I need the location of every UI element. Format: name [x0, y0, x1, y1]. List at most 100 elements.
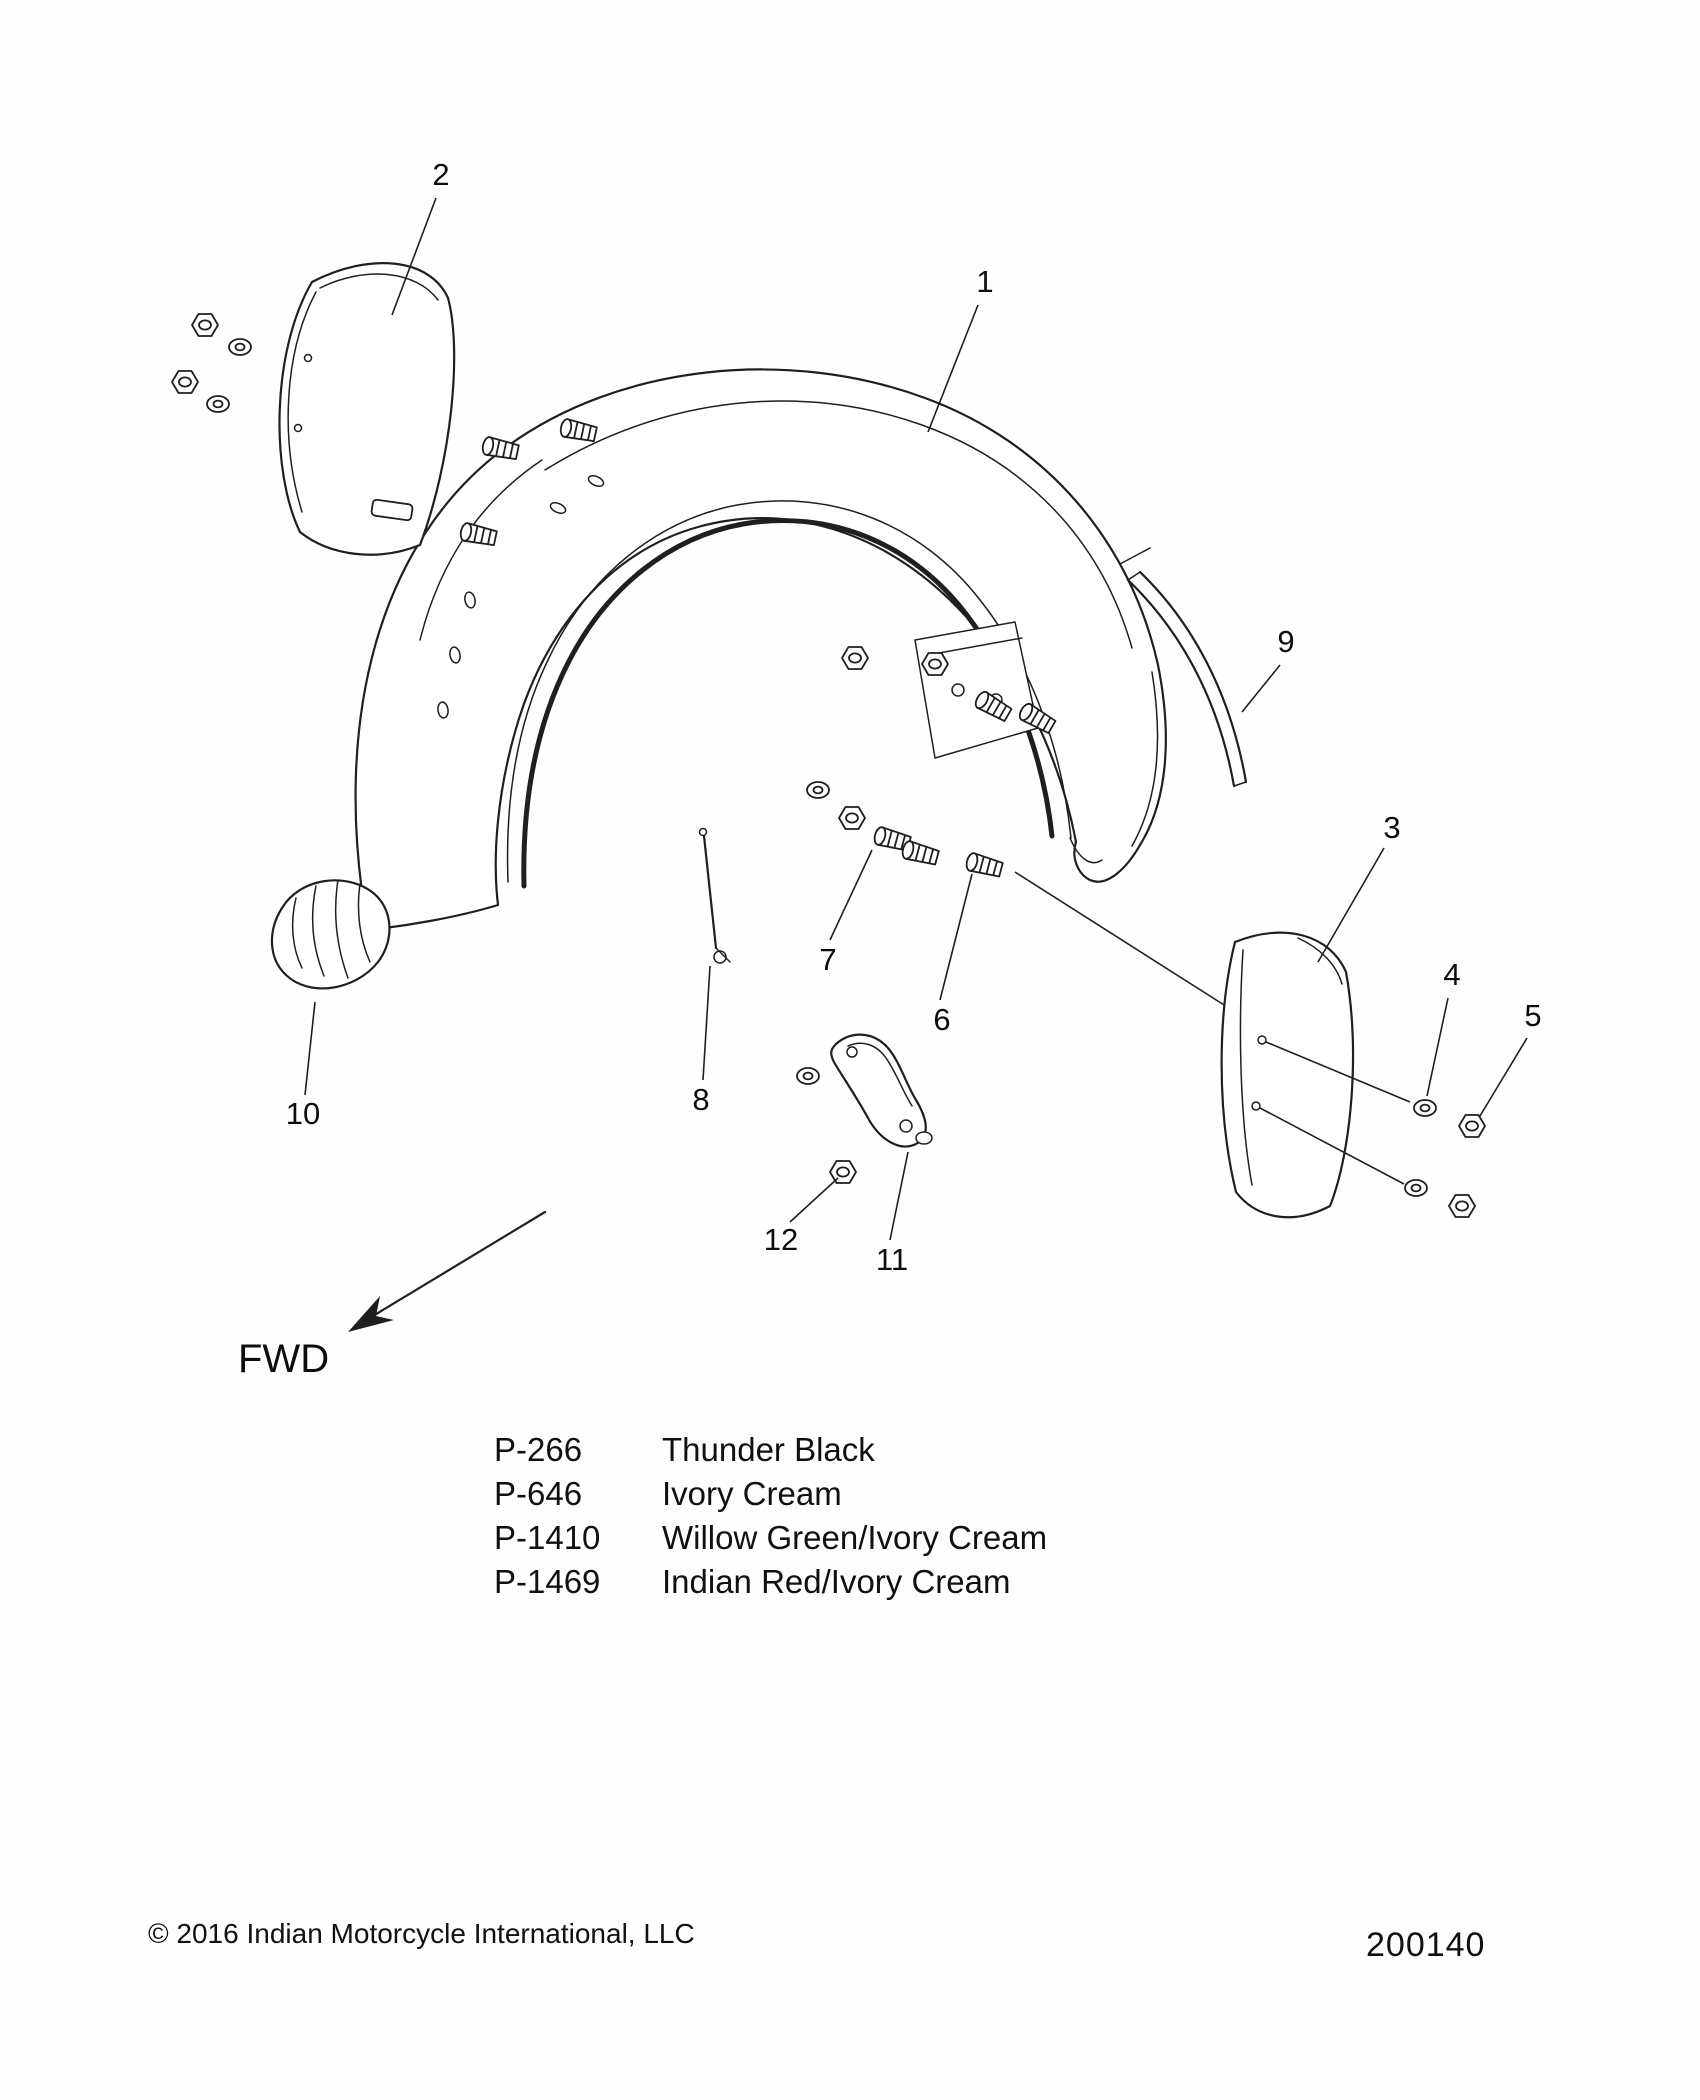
paint-code: P-1469 — [494, 1563, 601, 1600]
callout-10: 10 — [286, 1096, 320, 1131]
flap-rear-outline — [1220, 931, 1355, 1219]
hex-nut — [841, 646, 869, 670]
drawing-number: 200140 — [1366, 1926, 1486, 1964]
center-hardware — [806, 646, 1233, 1011]
fender-flap-rear — [1220, 931, 1355, 1219]
washer — [228, 338, 252, 356]
bracket-hole — [899, 1119, 913, 1133]
callout-11: 11 — [876, 1242, 908, 1277]
trim-strip-inner — [1126, 578, 1236, 788]
fwd-arrow-head — [348, 1296, 394, 1332]
leader-2 — [391, 197, 437, 316]
callout-1: 1 — [976, 264, 993, 299]
hex-nut — [191, 313, 219, 337]
fender-main — [354, 368, 1167, 932]
callout-8: 8 — [692, 1082, 709, 1117]
leader-10 — [304, 1001, 316, 1096]
fender-right-seam — [1131, 671, 1159, 847]
paint-color-name: Thunder Black — [662, 1431, 875, 1468]
acorn-nut — [1448, 1194, 1476, 1218]
leader-1 — [927, 304, 979, 433]
bracket-bushing — [915, 1131, 933, 1145]
bolt — [480, 435, 521, 462]
leader-4 — [1426, 997, 1449, 1097]
fender-inner-bracket-line — [927, 637, 1023, 656]
fender-hole — [449, 646, 461, 664]
leader-5 — [1479, 1037, 1528, 1117]
leader-9 — [1241, 664, 1281, 713]
fwd-indicator: FWD — [238, 1210, 547, 1381]
tip-skirt-rib — [291, 897, 303, 969]
leader-8 — [702, 965, 711, 1081]
tip-skirt-outline — [270, 879, 391, 990]
fender-outline — [354, 368, 1167, 932]
leader-12 — [789, 1177, 839, 1223]
fender-slot — [587, 475, 605, 487]
fender-hole — [437, 701, 449, 719]
fender-crown-seam — [544, 400, 1133, 649]
fwd-arrow-shaft — [366, 1210, 547, 1321]
leader-3 — [1317, 847, 1385, 963]
callout-9: 9 — [1277, 624, 1294, 659]
bracket-outline — [830, 1033, 927, 1148]
washer — [806, 781, 830, 799]
callout-12: 12 — [764, 1222, 798, 1257]
fender-slot — [549, 502, 567, 514]
stay-rod — [698, 827, 731, 964]
flap-clamp — [370, 498, 414, 522]
hex-nut — [838, 806, 866, 830]
fender-flap-front — [278, 262, 456, 556]
callout-3: 3 — [1383, 810, 1400, 845]
copyright-text: © 2016 Indian Motorcycle International, … — [148, 1918, 695, 1949]
leader-lines — [304, 197, 1528, 1241]
flap-hole — [1257, 1035, 1267, 1045]
callout-labels: 1 2 3 4 5 6 7 8 9 10 11 12 — [286, 157, 1542, 1277]
paint-color-name: Ivory Cream — [662, 1475, 842, 1512]
trim-strip-tick — [1119, 547, 1151, 565]
callout-6: 6 — [933, 1002, 950, 1037]
hex-nut-part12 — [829, 1160, 857, 1184]
rod-pin — [698, 827, 708, 837]
trim-strip-end — [1233, 781, 1247, 787]
flap-front-inner-line — [287, 291, 317, 513]
flap-hole — [303, 353, 313, 363]
hex-nut — [921, 652, 949, 676]
bracket-inner-line — [847, 1042, 913, 1107]
assembly-axis-line — [1014, 871, 1233, 1011]
callout-5: 5 — [1524, 998, 1541, 1033]
hex-nut — [171, 370, 199, 394]
flap-rear-hardware — [1259, 1041, 1486, 1218]
fender-hole — [464, 591, 476, 609]
fwd-label: FWD — [238, 1337, 329, 1381]
tip-skirt-rib — [334, 879, 349, 979]
assembly-axis-line — [1265, 1041, 1411, 1103]
paint-code: P-266 — [494, 1431, 583, 1468]
fender-inner-bracket — [914, 621, 1039, 759]
flap-front-outline — [278, 262, 456, 556]
fender-tail-line — [1069, 837, 1103, 864]
tip-skirt-rib — [312, 885, 325, 977]
trim-strip-end — [1127, 571, 1141, 581]
flap-front-top-line — [319, 273, 439, 301]
callout-4: 4 — [1443, 957, 1460, 992]
tip-skirt-rib — [357, 883, 371, 963]
acorn-nut-part5 — [1458, 1114, 1486, 1138]
fender-tip-skirt — [270, 879, 391, 990]
paint-code-line: P-266 Thunder Black — [494, 1428, 1047, 1472]
paint-color-name: Willow Green/Ivory Cream — [662, 1519, 1048, 1556]
washer — [1404, 1179, 1428, 1197]
assembly-axis-line — [1259, 1107, 1405, 1185]
leader-11 — [889, 1151, 909, 1241]
callout-7: 7 — [819, 942, 836, 977]
flap-hole — [293, 423, 303, 433]
rod-hook — [715, 947, 731, 963]
washer — [206, 395, 230, 413]
bracket-hole — [951, 683, 965, 697]
flap-rear-top-line — [1297, 937, 1343, 985]
